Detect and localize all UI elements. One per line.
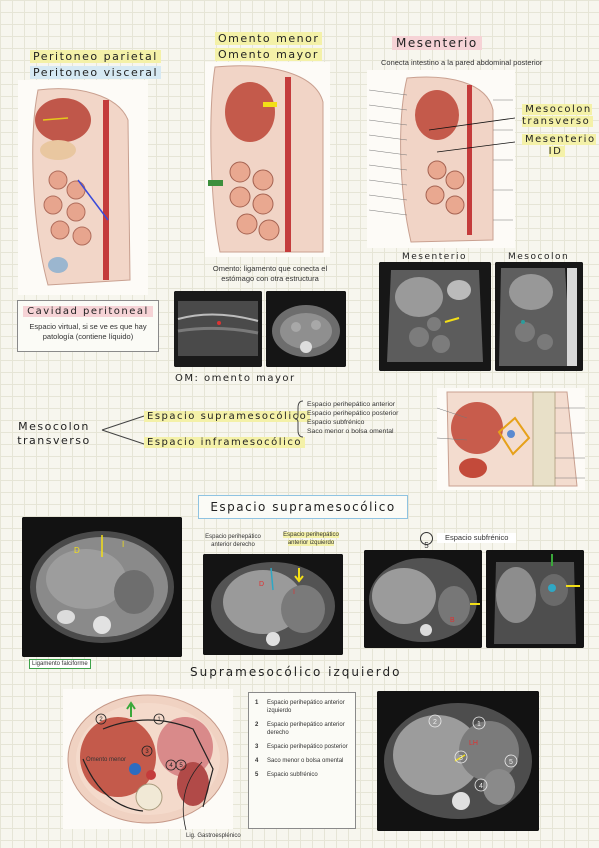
legend-item: 4 Saco menor o bolsa omental	[255, 758, 344, 764]
peritoneum-sagittal-illustration	[18, 80, 148, 295]
heading-mesenterio: Mesenterio	[392, 36, 482, 50]
supra-item: Espacio perihepático posterior	[307, 410, 399, 417]
label-mesenterio-ct: Mesenterio	[402, 252, 468, 262]
omento-illustration	[205, 62, 330, 257]
ct-supra-1: D I	[22, 517, 182, 657]
lig-gastroesplenico-label: Lig. Gastroesplénico	[186, 833, 241, 839]
ultrasound-image	[174, 291, 262, 367]
cavidad-desc: Espacio virtual, si se ve es que hay pat…	[29, 322, 147, 341]
mesocolon-branch-lines	[100, 410, 146, 450]
ct-label: 1	[477, 721, 481, 728]
legend-item: 5 Espacio subfrénico	[255, 772, 318, 778]
heading-peritoneo-visceral: Peritoneo visceral	[30, 66, 162, 79]
svg-text:1: 1	[157, 717, 161, 723]
svg-text:D: D	[74, 546, 80, 555]
omento-menor-label: Omento menor	[86, 757, 127, 763]
legend-item: 1 Espacio perihepático anterior izquierd…	[255, 700, 345, 714]
cavidad-title: Cavidad peritoneal	[18, 306, 158, 317]
lig-falciforme-label: Ligamento falciforme	[29, 659, 91, 669]
heading-omento-mayor: Omento mayor	[215, 48, 322, 61]
omento-desc: Omento: ligamento que conecta el estómag…	[212, 264, 328, 283]
svg-text:LH: LH	[469, 740, 478, 747]
lig-gastroesplenico-pointer	[172, 760, 208, 834]
label-perihepatico-izq: Espacio perihepático anterior izquierdo	[283, 532, 339, 546]
label-perihepatico-der: Espacio perihepático anterior derecho	[205, 534, 261, 548]
ct-label: 3	[459, 755, 463, 762]
supra-items-list: Espacio perihepático anterior Espacio pe…	[307, 400, 432, 436]
mesenterio-desc: Conecta intestino a la pared abdominal p…	[381, 58, 543, 67]
svg-text:I: I	[293, 589, 295, 596]
ct-omento-image	[266, 291, 346, 367]
svg-text:3: 3	[145, 749, 149, 755]
ct-label: 4	[479, 783, 483, 790]
ct-subfrenico-coronal	[486, 550, 584, 648]
cavidad-peritoneal-box: Cavidad peritoneal Espacio virtual, si s…	[17, 300, 159, 352]
ct-subfrenico-axial: B	[364, 550, 482, 648]
heading-peritoneo-parietal: Peritoneo parietal	[30, 50, 161, 63]
legend-item: 2 Espacio perihepático anterior derecho	[255, 722, 345, 736]
svg-text:D: D	[259, 581, 264, 588]
svg-text:4: 4	[169, 763, 173, 769]
ct-label: 5	[509, 759, 513, 766]
svg-text:B: B	[450, 617, 455, 624]
subfrenico-label: Espacio subfrénico	[437, 533, 517, 543]
ct-mesenterio-coronal	[379, 262, 491, 371]
label-mesocolon-transverso: Mesocolon transverso	[522, 104, 594, 127]
svg-text:2: 2	[99, 717, 103, 723]
heading-omento-menor: Omento menor	[215, 32, 323, 45]
ct-izq-axial: LH 2 1 3 4 5	[377, 691, 539, 831]
sagittal-spaces-illustration	[437, 388, 585, 490]
legend-item: 3 Espacio perihepático posterior	[255, 744, 348, 750]
supra-section-title: Espacio supramesocólico	[198, 495, 408, 519]
mesenterio-illustration	[367, 70, 515, 248]
mesocolon-root-label: Mesocolon transverso	[17, 420, 91, 447]
supra-item: Espacio perihepático anterior	[307, 401, 396, 408]
subfrenico-number: 5	[420, 532, 433, 550]
infra-label: Espacio inframesocólico	[144, 437, 305, 448]
izq-section-title: Supramesocólico izquierdo	[190, 665, 402, 679]
svg-text:5: 5	[179, 763, 183, 769]
ct-label: 2	[433, 719, 437, 726]
ct-supra-2: D I	[203, 554, 343, 655]
izq-legend-box: 1 Espacio perihepático anterior izquierd…	[248, 692, 356, 829]
label-mesenterio-id: Mesenterio ID	[522, 134, 596, 158]
supra-label: Espacio supramesocólico	[144, 411, 311, 422]
supra-brace	[295, 400, 305, 438]
svg-text:I: I	[122, 540, 124, 549]
ct-mesocolon-sagittal	[495, 262, 583, 371]
supra-item: Espacio subfrénico	[307, 419, 365, 426]
supra-item: Saco menor o bolsa omental	[307, 428, 394, 435]
label-mesocolon-ct: Mesocolon	[508, 252, 570, 262]
om-label: OM: omento mayor	[175, 373, 296, 384]
